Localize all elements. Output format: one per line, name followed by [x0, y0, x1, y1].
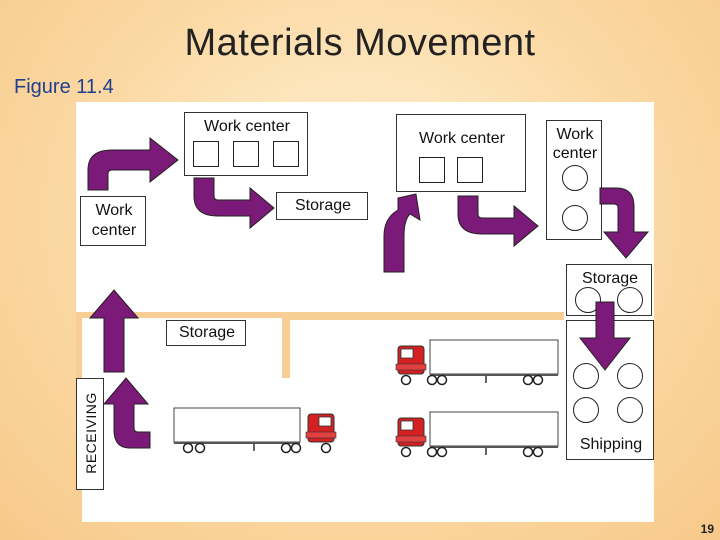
work-center-4-label: Work center: [91, 202, 137, 239]
work-center-4: Work center: [80, 196, 146, 246]
work-center-1-label: Work center: [204, 118, 290, 135]
curved-arrow-icon: [578, 301, 632, 371]
work-center-3: Work center: [546, 120, 602, 240]
storage-bin-circle-icon: [573, 397, 599, 423]
storage-3-label: Storage: [178, 324, 236, 341]
wall-inner-left: [82, 312, 282, 318]
truck-icon: [395, 411, 559, 458]
wall-center-step: [282, 312, 290, 378]
figure-label: Figure 11.4: [14, 76, 114, 98]
curved-arrow-icon: [87, 136, 179, 191]
curved-arrow-icon: [102, 377, 151, 449]
truck-icon: [173, 407, 337, 454]
storage-bin-circle-icon: [617, 287, 643, 313]
machine-square-icon: [457, 157, 483, 183]
machine-circle-icon: [562, 165, 588, 191]
storage-1: Storage: [276, 192, 368, 220]
page-number: 19: [700, 522, 714, 536]
work-center-1: Work center: [184, 112, 308, 176]
shipping-label: Shipping: [579, 436, 643, 453]
storage-1-label: Storage: [294, 197, 352, 214]
work-center-2-label: Work center: [419, 130, 505, 147]
storage-2-label: Storage: [581, 270, 639, 287]
machine-square-icon: [233, 141, 259, 167]
curved-arrow-icon: [88, 289, 140, 373]
machine-square-icon: [419, 157, 445, 183]
machine-square-icon: [273, 141, 299, 167]
truck-icon: [395, 339, 559, 386]
curved-arrow-icon: [193, 177, 275, 230]
wall-center-gap: [282, 312, 564, 320]
curved-arrow-icon: [457, 195, 539, 248]
work-center-3-label: Work center: [552, 126, 598, 162]
storage-bin-circle-icon: [617, 397, 643, 423]
storage-3: Storage: [166, 320, 246, 346]
curved-arrow-icon: [383, 193, 421, 273]
storage-bin-circle-icon: [617, 363, 643, 389]
curved-arrow-icon: [599, 187, 650, 259]
slide-title: Materials Movement: [184, 22, 536, 64]
receiving: RECEIVING: [76, 378, 104, 490]
storage-bin-circle-icon: [573, 363, 599, 389]
machine-square-icon: [193, 141, 219, 167]
work-center-2: Work center: [396, 114, 526, 192]
machine-circle-icon: [562, 205, 588, 231]
